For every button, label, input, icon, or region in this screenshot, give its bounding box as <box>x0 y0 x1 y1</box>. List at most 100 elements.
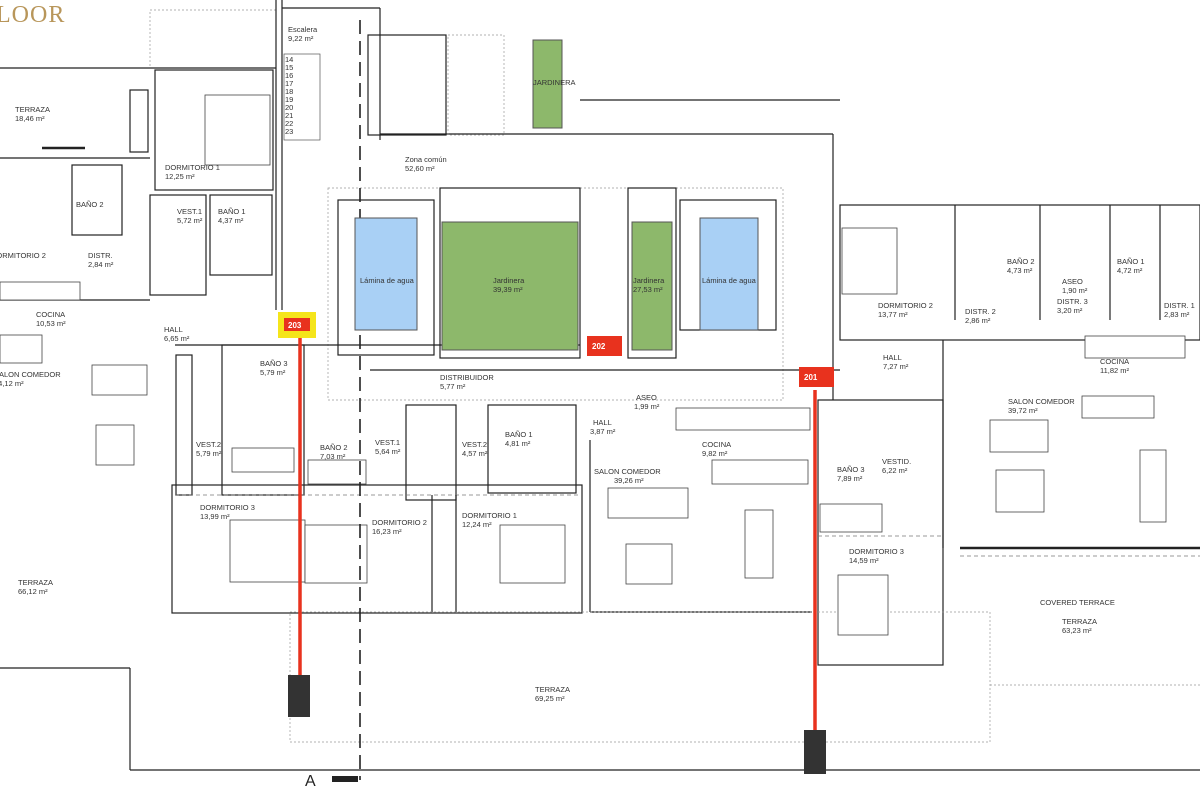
svg-text:DISTRIBUIDOR: DISTRIBUIDOR <box>440 373 494 382</box>
svg-text:ASEO: ASEO <box>1062 277 1083 286</box>
svg-text:DISTR. 3: DISTR. 3 <box>1057 297 1088 306</box>
walls <box>0 0 1200 782</box>
svg-text:18,46 m²: 18,46 m² <box>15 114 45 123</box>
svg-text:12,25 m²: 12,25 m² <box>165 172 195 181</box>
svg-text:5,72 m²: 5,72 m² <box>177 216 203 225</box>
svg-text:HALL: HALL <box>164 325 183 334</box>
svg-text:TERRAZA: TERRAZA <box>1062 617 1097 626</box>
svg-text:20: 20 <box>285 103 293 112</box>
svg-text:5,79 m²: 5,79 m² <box>260 368 286 377</box>
svg-text:34,12 m²: 34,12 m² <box>0 379 24 388</box>
svg-text:17: 17 <box>285 79 293 88</box>
svg-text:22: 22 <box>285 119 293 128</box>
svg-text:6,65 m²: 6,65 m² <box>164 334 190 343</box>
svg-text:SALON COMEDOR: SALON COMEDOR <box>0 370 61 379</box>
svg-text:14: 14 <box>285 55 293 64</box>
svg-text:DISTR.: DISTR. <box>88 251 113 260</box>
svg-text:4,72 m²: 4,72 m² <box>1117 266 1143 275</box>
svg-text:19: 19 <box>285 95 293 104</box>
svg-text:BAÑO 3: BAÑO 3 <box>260 359 288 368</box>
column <box>804 730 826 774</box>
svg-text:BAÑO 2: BAÑO 2 <box>76 200 104 209</box>
svg-text:ASEO: ASEO <box>636 393 657 402</box>
svg-text:1,99 m²: 1,99 m² <box>634 402 660 411</box>
svg-text:39,26 m²: 39,26 m² <box>614 476 644 485</box>
svg-text:BAÑO 3: BAÑO 3 <box>837 465 865 474</box>
svg-text:2,84 m²: 2,84 m² <box>88 260 114 269</box>
staircase: 14 15 16 17 18 19 20 21 22 23 <box>283 53 321 141</box>
svg-text:21: 21 <box>285 111 293 120</box>
svg-text:HALL: HALL <box>883 353 902 362</box>
svg-text:DORMITORIO 2: DORMITORIO 2 <box>372 518 427 527</box>
garden-1 <box>441 221 579 351</box>
svg-text:Jardinera: Jardinera <box>633 276 665 285</box>
svg-text:4,57 m²: 4,57 m² <box>462 449 488 458</box>
svg-text:TERRAZA: TERRAZA <box>15 105 50 114</box>
svg-text:9,82 m²: 9,82 m² <box>702 449 728 458</box>
unit-badge-202[interactable]: 202 <box>587 336 622 356</box>
unit-badge-203[interactable]: 203 <box>278 312 316 338</box>
svg-text:BAÑO 2: BAÑO 2 <box>1007 257 1035 266</box>
svg-text:6,22 m²: 6,22 m² <box>882 466 908 475</box>
svg-text:COCINA: COCINA <box>36 310 65 319</box>
svg-text:DISTR. 1: DISTR. 1 <box>1164 301 1195 310</box>
svg-text:1,90 m²: 1,90 m² <box>1062 286 1088 295</box>
svg-text:202: 202 <box>592 342 606 351</box>
svg-text:2,83 m²: 2,83 m² <box>1164 310 1190 319</box>
water-feature-2 <box>699 217 759 331</box>
garden-2 <box>631 221 673 351</box>
svg-text:11,82 m²: 11,82 m² <box>1100 366 1130 375</box>
svg-text:BAÑO 1: BAÑO 1 <box>218 207 246 216</box>
svg-text:7,89 m²: 7,89 m² <box>837 474 863 483</box>
svg-text:7,27 m²: 7,27 m² <box>883 362 909 371</box>
svg-text:203: 203 <box>288 321 302 330</box>
svg-text:18: 18 <box>285 87 293 96</box>
svg-text:15: 15 <box>285 63 293 72</box>
svg-text:TERRAZA: TERRAZA <box>535 685 570 694</box>
svg-text:BAÑO 2: BAÑO 2 <box>320 443 348 452</box>
svg-text:BAÑO 1: BAÑO 1 <box>505 430 533 439</box>
svg-text:HALL: HALL <box>593 418 612 427</box>
svg-text:3,20 m²: 3,20 m² <box>1057 306 1083 315</box>
svg-text:39,39 m²: 39,39 m² <box>493 285 523 294</box>
svg-text:COVERED TERRACE: COVERED TERRACE <box>1040 598 1115 607</box>
svg-text:DORMITORIO 3: DORMITORIO 3 <box>849 547 904 556</box>
svg-text:9,22 m²: 9,22 m² <box>288 34 314 43</box>
svg-text:5,64 m²: 5,64 m² <box>375 447 401 456</box>
svg-text:DORMITORIO 1: DORMITORIO 1 <box>462 511 517 520</box>
svg-text:4,37 m²: 4,37 m² <box>218 216 244 225</box>
column <box>288 675 310 717</box>
svg-text:7,03 m²: 7,03 m² <box>320 452 346 461</box>
section-marker: A <box>305 773 316 790</box>
svg-text:4,73 m²: 4,73 m² <box>1007 266 1033 275</box>
svg-text:DORMITORIO 2: DORMITORIO 2 <box>0 251 46 260</box>
svg-text:Jardinera: Jardinera <box>493 276 525 285</box>
svg-text:COCINA: COCINA <box>702 440 731 449</box>
svg-text:39,72 m²: 39,72 m² <box>1008 406 1038 415</box>
svg-text:5,79 m²: 5,79 m² <box>196 449 222 458</box>
svg-text:DORMITORIO 2: DORMITORIO 2 <box>878 301 933 310</box>
svg-text:201: 201 <box>804 373 818 382</box>
svg-text:2,86 m²: 2,86 m² <box>965 316 991 325</box>
svg-text:Lámina de agua: Lámina de agua <box>702 276 757 285</box>
svg-text:DORMITORIO 1: DORMITORIO 1 <box>165 163 220 172</box>
svg-text:16,23 m²: 16,23 m² <box>372 527 402 536</box>
svg-text:COCINA: COCINA <box>1100 357 1129 366</box>
svg-text:TERRAZA: TERRAZA <box>18 578 53 587</box>
svg-text:13,77 m²: 13,77 m² <box>878 310 908 319</box>
svg-text:13,99 m²: 13,99 m² <box>200 512 230 521</box>
unit-badge-201[interactable]: 201 <box>799 367 834 387</box>
svg-text:VEST.2: VEST.2 <box>462 440 487 449</box>
svg-text:63,23 m²: 63,23 m² <box>1062 626 1092 635</box>
svg-text:Zona común: Zona común <box>405 155 447 164</box>
svg-text:12,24 m²: 12,24 m² <box>462 520 492 529</box>
svg-text:SALON COMEDOR: SALON COMEDOR <box>594 467 661 476</box>
svg-text:69,25 m²: 69,25 m² <box>535 694 565 703</box>
svg-text:JARDINERA: JARDINERA <box>533 78 576 87</box>
svg-text:27,53 m²: 27,53 m² <box>633 285 663 294</box>
svg-text:Escalera: Escalera <box>288 25 318 34</box>
svg-text:DISTR. 2: DISTR. 2 <box>965 307 996 316</box>
svg-text:10,53 m²: 10,53 m² <box>36 319 66 328</box>
